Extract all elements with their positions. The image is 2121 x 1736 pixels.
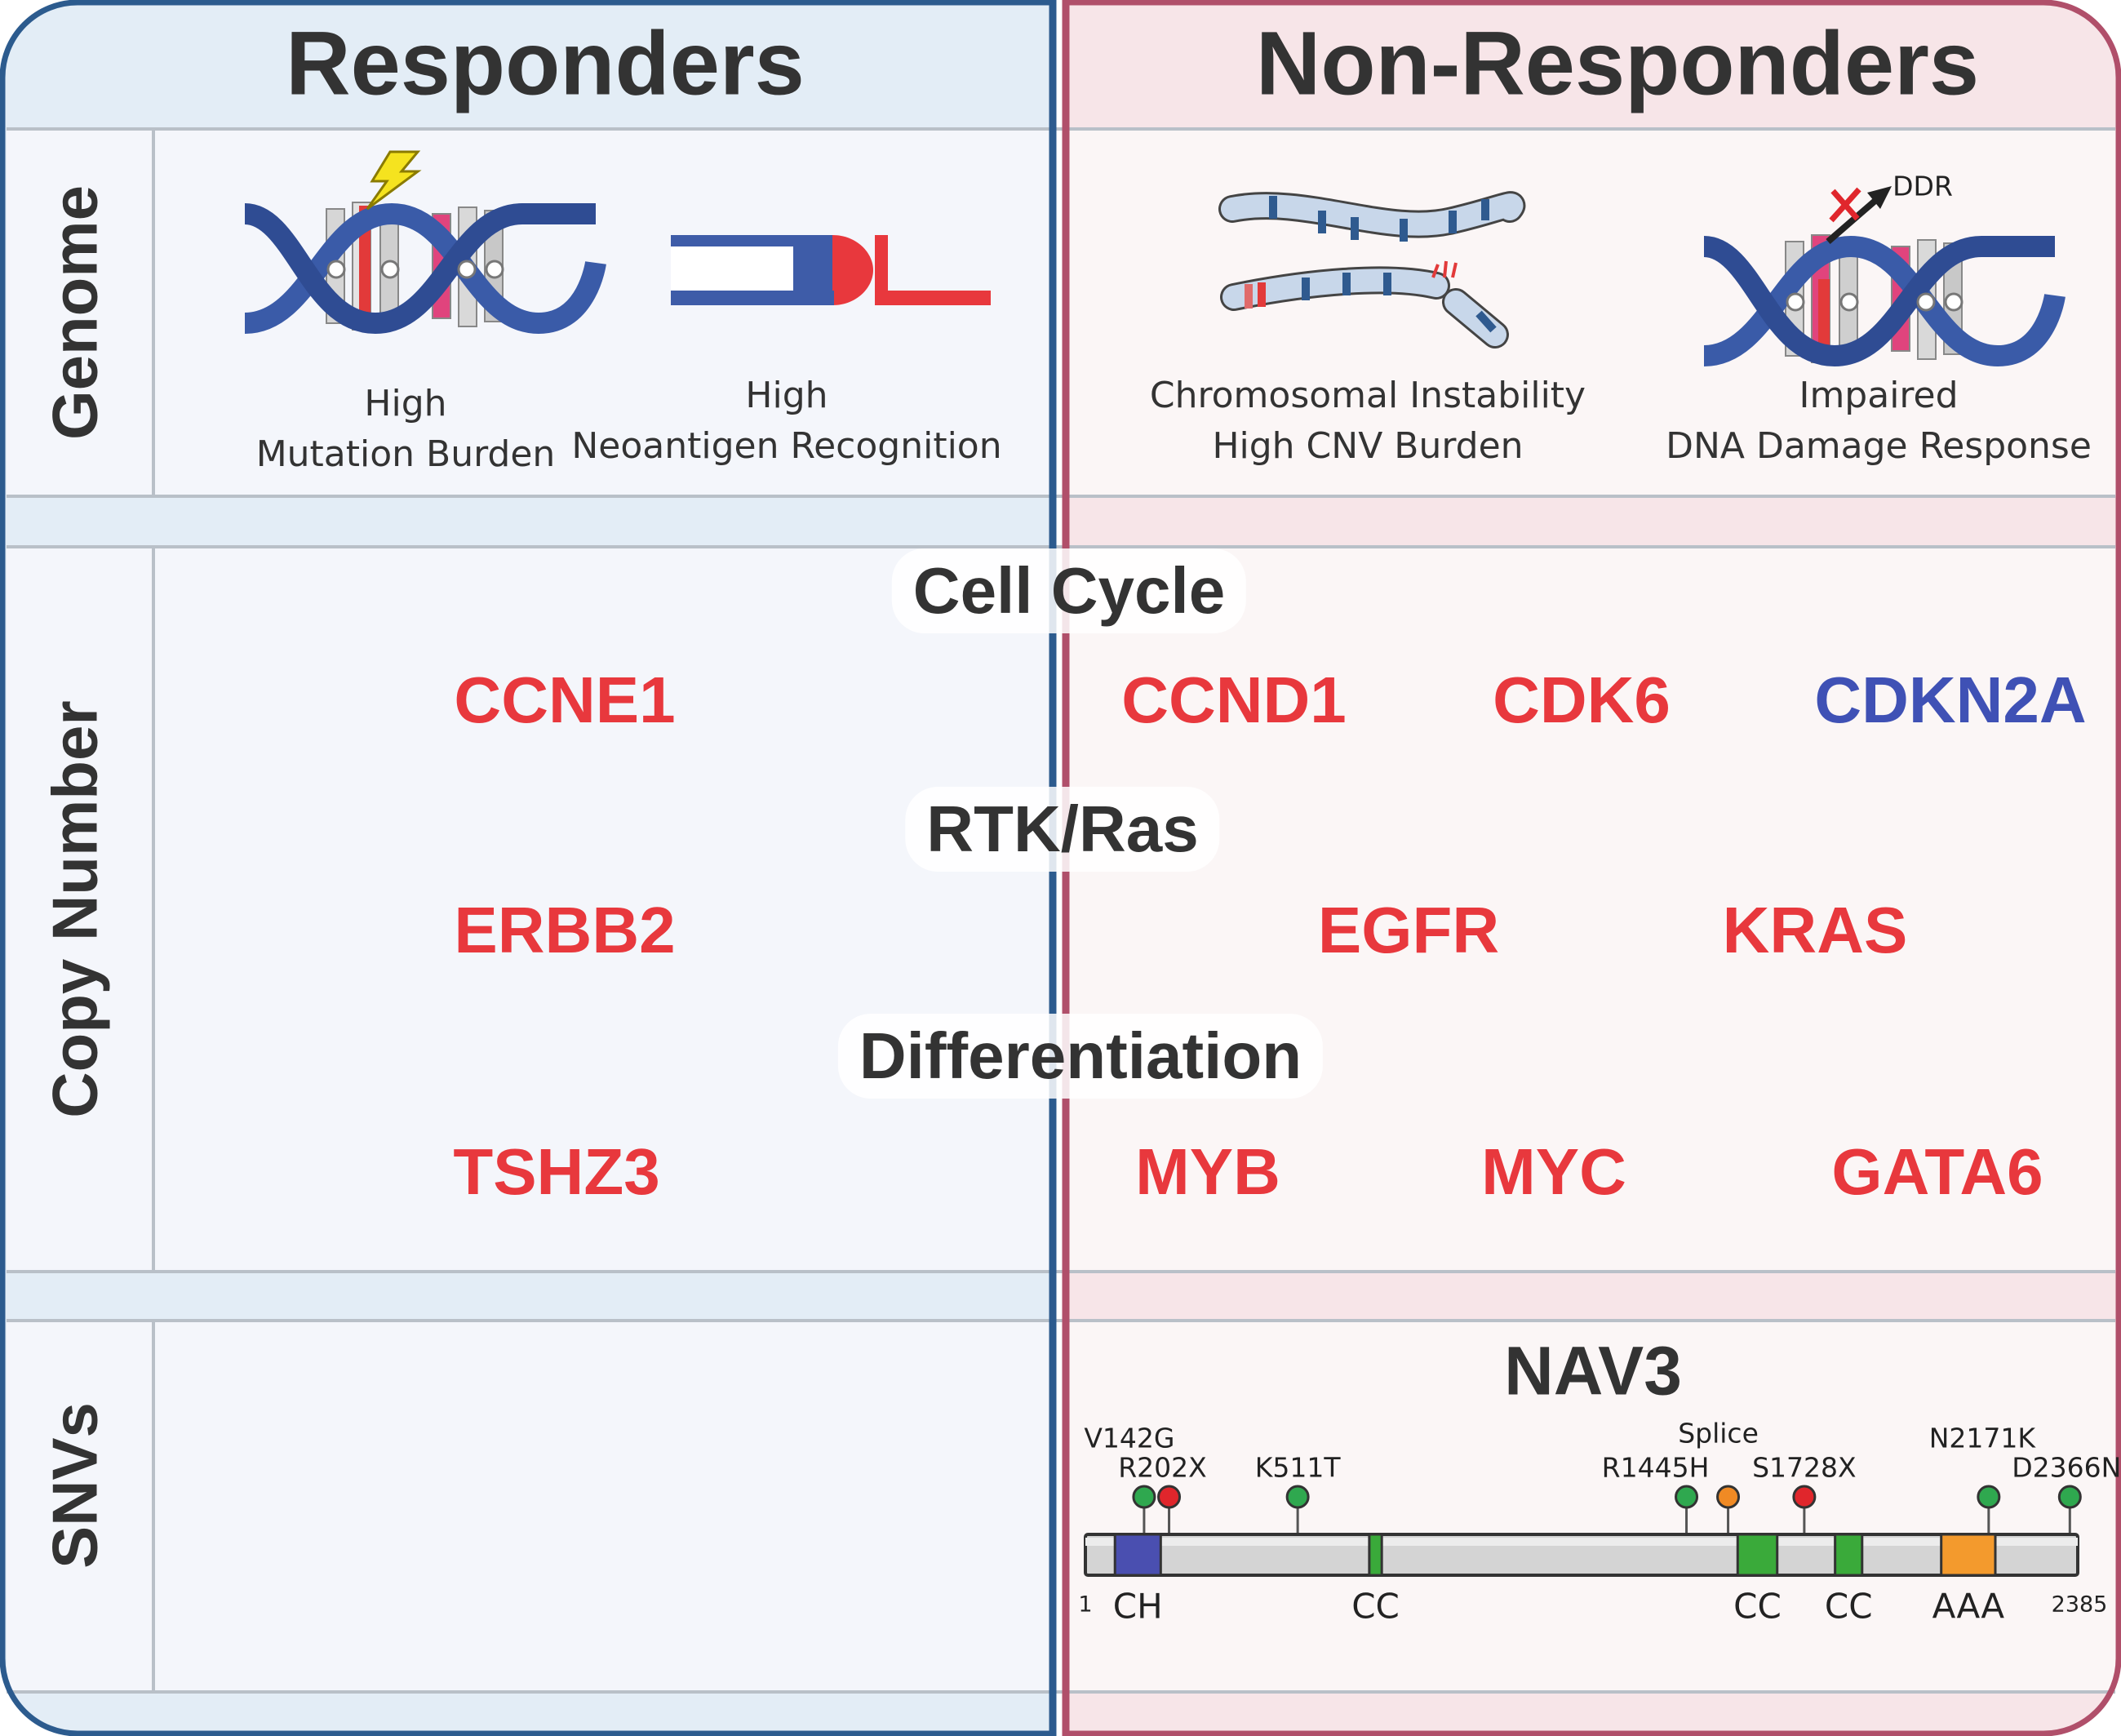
non-responders-panel (1066, 2, 2119, 1734)
pathway-cell-cycle: Cell Cycle (891, 548, 1247, 633)
protein-start-label: 1 (1078, 1592, 1093, 1618)
domain-label: CH (1112, 1586, 1163, 1627)
pathway-differentiation: Differentiation (837, 1014, 1324, 1099)
gene-gata6: GATA6 (1831, 1135, 2043, 1208)
gene-myc: MYC (1481, 1135, 1626, 1208)
grid-lines (7, 127, 2115, 1694)
gene-ccne1: CCNE1 (454, 664, 676, 736)
responders-heading: Responders (286, 13, 805, 114)
mutation-label: D2366N (2012, 1451, 2121, 1484)
caption-line: High (745, 375, 828, 416)
mutation-label: V142G (1084, 1422, 1175, 1454)
non-responders-heading: Non-Responders (1255, 13, 1980, 114)
caption-line: Mutation Burden (255, 433, 556, 475)
caption-line: Impaired (1799, 375, 1959, 416)
gene-cdk6: CDK6 (1493, 664, 1671, 736)
mutation-label: N2171K (1928, 1422, 2035, 1454)
gene-myb: MYB (1135, 1135, 1280, 1208)
gene-kras: KRAS (1722, 894, 1908, 966)
row-heading-snvs: SNVs (38, 1402, 111, 1569)
gene-tshz3: TSHZ3 (453, 1135, 660, 1208)
genome-caption-neoantigen: High Neoantigen Recognition (571, 371, 1001, 472)
mutation-label: S1728X (1752, 1451, 1857, 1484)
domain-label: CC (1824, 1586, 1873, 1627)
protein-title: NAV3 (1504, 1332, 1682, 1410)
pathway-rtk-ras: RTK/Ras (905, 787, 1220, 872)
genome-caption-dna-damage: Impaired DNA Damage Response (1666, 371, 2092, 472)
gene-egfr: EGFR (1317, 894, 1500, 966)
mutation-label: K511T (1254, 1451, 1341, 1484)
domain-label: AAA (1932, 1586, 2005, 1627)
row-heading-genome: Genome (38, 184, 111, 441)
gene-ccnd1: CCND1 (1121, 664, 1347, 736)
caption-line: High CNV Burden (1212, 425, 1524, 467)
ddr-label: DDR (1892, 170, 1953, 202)
genome-caption-chromosomal-instability: Chromosomal Instability High CNV Burden (1150, 371, 1586, 472)
domain-label: CC (1351, 1586, 1400, 1627)
mutation-label: R1445H (1601, 1451, 1710, 1484)
gene-erbb2: ERBB2 (454, 894, 676, 966)
caption-line: High (364, 383, 447, 424)
genome-caption-mutation-burden: High Mutation Burden (256, 379, 556, 480)
mutation-label: R202X (1118, 1451, 1207, 1484)
responders-panel (2, 2, 1053, 1734)
domain-label: CC (1733, 1586, 1782, 1627)
mutation-label: Splice (1678, 1417, 1759, 1450)
caption-line: DNA Damage Response (1666, 425, 2092, 467)
caption-line: Chromosomal Instability (1149, 375, 1586, 416)
caption-line: Neoantigen Recognition (571, 425, 1002, 467)
protein-end-label: 2385 (2051, 1592, 2108, 1618)
row-heading-copy-number: Copy Number (38, 700, 111, 1118)
gene-cdkn2a: CDKN2A (1814, 664, 2087, 736)
